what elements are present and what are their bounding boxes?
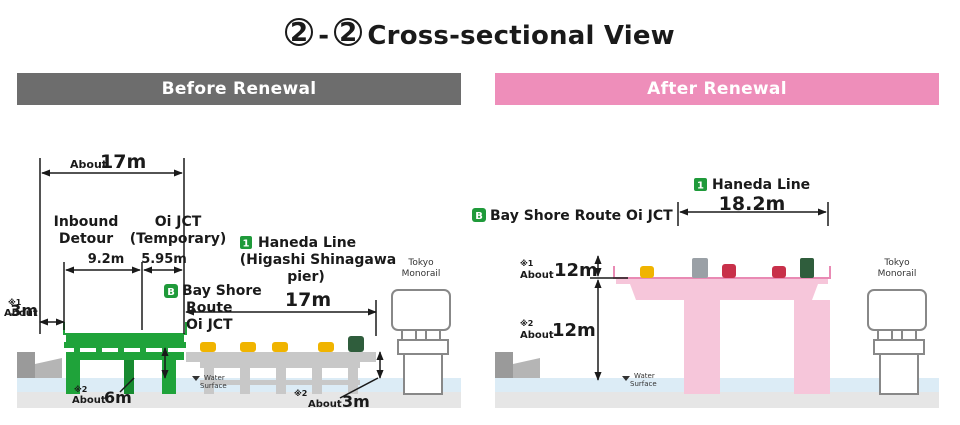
car-icon bbox=[240, 342, 256, 352]
after-renewal-header: After Renewal bbox=[495, 73, 939, 105]
after-monorail-label2: Monorail bbox=[878, 269, 917, 279]
pink-new-structure bbox=[616, 278, 830, 394]
after-clearance1-value: 12m bbox=[554, 260, 598, 281]
haneda-width-17m: 17m bbox=[285, 289, 331, 311]
clearance-left-note: ※1 bbox=[8, 297, 22, 307]
water-marker-icon bbox=[192, 376, 200, 381]
pier-gray-prefix: About bbox=[308, 399, 342, 410]
before-water-label2: Surface bbox=[200, 382, 227, 390]
before-panel: About 17m Inbound Detour Oi JCT (Tempora… bbox=[4, 151, 461, 411]
page-title: 2 - 2 Cross-sectional View bbox=[0, 18, 960, 51]
after-dimension-lines bbox=[590, 202, 829, 381]
oi-jct-temp-line1: Oi JCT bbox=[155, 214, 202, 230]
before-width-prefix: About bbox=[70, 158, 107, 171]
bayshore-route-badge-icon bbox=[164, 284, 178, 298]
before-renewal-header: Before Renewal bbox=[17, 73, 461, 105]
haneda-line-sub1: (Higashi Shinagawa bbox=[240, 252, 396, 268]
after-clearance2-value: 12m bbox=[552, 320, 596, 341]
before-dimension-lines bbox=[39, 158, 384, 399]
title-text: Cross-sectional View bbox=[367, 21, 675, 51]
after-clearance2-prefix: About bbox=[520, 330, 554, 341]
haneda-route-badge-icon bbox=[240, 236, 252, 249]
car-icon bbox=[200, 342, 216, 352]
after-bayshore-badge-icon bbox=[472, 208, 486, 222]
after-bayshore-badge-letter: B bbox=[475, 211, 483, 222]
title-dash: - bbox=[318, 21, 330, 51]
gray-haneda-structure bbox=[186, 352, 376, 394]
haneda-line-label: Haneda Line bbox=[258, 235, 356, 251]
title-circle-right: 2 bbox=[334, 18, 363, 46]
after-clearance2-note: ※2 bbox=[520, 318, 533, 328]
before-water-label1: Water bbox=[204, 374, 225, 382]
bayshore-line1: Bay Shore bbox=[182, 283, 262, 299]
before-width-value: 17m bbox=[100, 151, 146, 173]
green-deck-outline bbox=[63, 322, 187, 335]
oi-jct-temp-line2: (Temporary) bbox=[130, 231, 227, 247]
after-water-label1: Water bbox=[634, 372, 655, 380]
truck-icon bbox=[348, 336, 364, 352]
pink-deck-outline bbox=[613, 266, 831, 279]
bayshore-line3: Oi JCT bbox=[186, 317, 233, 333]
green-temporary-structure bbox=[64, 334, 186, 394]
after-vehicles bbox=[640, 258, 814, 278]
pier-green-note: ※2 bbox=[74, 384, 87, 394]
after-bank bbox=[495, 352, 540, 378]
car-icon bbox=[272, 342, 288, 352]
after-ground bbox=[495, 392, 939, 408]
bayshore-line2: Route bbox=[186, 300, 233, 316]
haneda-line-sub2: pier) bbox=[287, 269, 325, 285]
title-circle-left: 2 bbox=[285, 18, 314, 46]
clearance-left-prefix: About bbox=[4, 308, 38, 319]
pier-green-value: 6m bbox=[104, 388, 132, 407]
before-monorail-structure bbox=[391, 289, 451, 395]
before-monorail-label1: Tokyo bbox=[407, 258, 434, 268]
after-clearance1-note: ※1 bbox=[520, 258, 534, 268]
inbound-detour-line2: Detour bbox=[59, 231, 113, 247]
car-icon bbox=[640, 266, 654, 278]
after-width-18-2: 18.2m bbox=[719, 193, 786, 215]
width-9-2: 9.2m bbox=[88, 252, 125, 267]
before-vehicles bbox=[200, 336, 364, 352]
after-water-label2: Surface bbox=[630, 380, 657, 388]
after-haneda-badge-number: 1 bbox=[697, 181, 704, 192]
truck-icon bbox=[692, 258, 708, 278]
car-icon bbox=[772, 266, 786, 278]
pier-gray-value: 3m bbox=[342, 392, 370, 411]
after-haneda-line-label: Haneda Line bbox=[712, 177, 810, 193]
after-monorail-structure bbox=[867, 289, 927, 395]
bayshore-route-badge-letter: B bbox=[167, 287, 175, 298]
after-panel: 1 Haneda Line B Bay Shore Route Oi JCT 1… bbox=[472, 177, 939, 408]
before-monorail-label2: Monorail bbox=[402, 269, 441, 279]
car-icon bbox=[722, 264, 736, 278]
after-monorail-label1: Tokyo bbox=[883, 258, 910, 268]
clearance-left-value: 3m bbox=[10, 301, 38, 320]
haneda-route-badge-number: 1 bbox=[243, 239, 250, 250]
after-clearance1-prefix: About bbox=[520, 270, 554, 281]
truck-icon bbox=[800, 258, 814, 278]
inbound-detour-line1: Inbound bbox=[54, 214, 119, 230]
pier-green-prefix: About bbox=[72, 395, 106, 406]
before-bank bbox=[17, 352, 62, 378]
after-water-marker-icon bbox=[622, 376, 630, 381]
pier-gray-note: ※2 bbox=[294, 388, 307, 398]
after-haneda-badge-icon bbox=[694, 178, 707, 191]
after-bayshore-label: Bay Shore Route Oi JCT bbox=[490, 208, 673, 224]
car-icon bbox=[318, 342, 334, 352]
width-5-95: 5.95m bbox=[141, 252, 187, 267]
before-ground bbox=[17, 392, 461, 408]
